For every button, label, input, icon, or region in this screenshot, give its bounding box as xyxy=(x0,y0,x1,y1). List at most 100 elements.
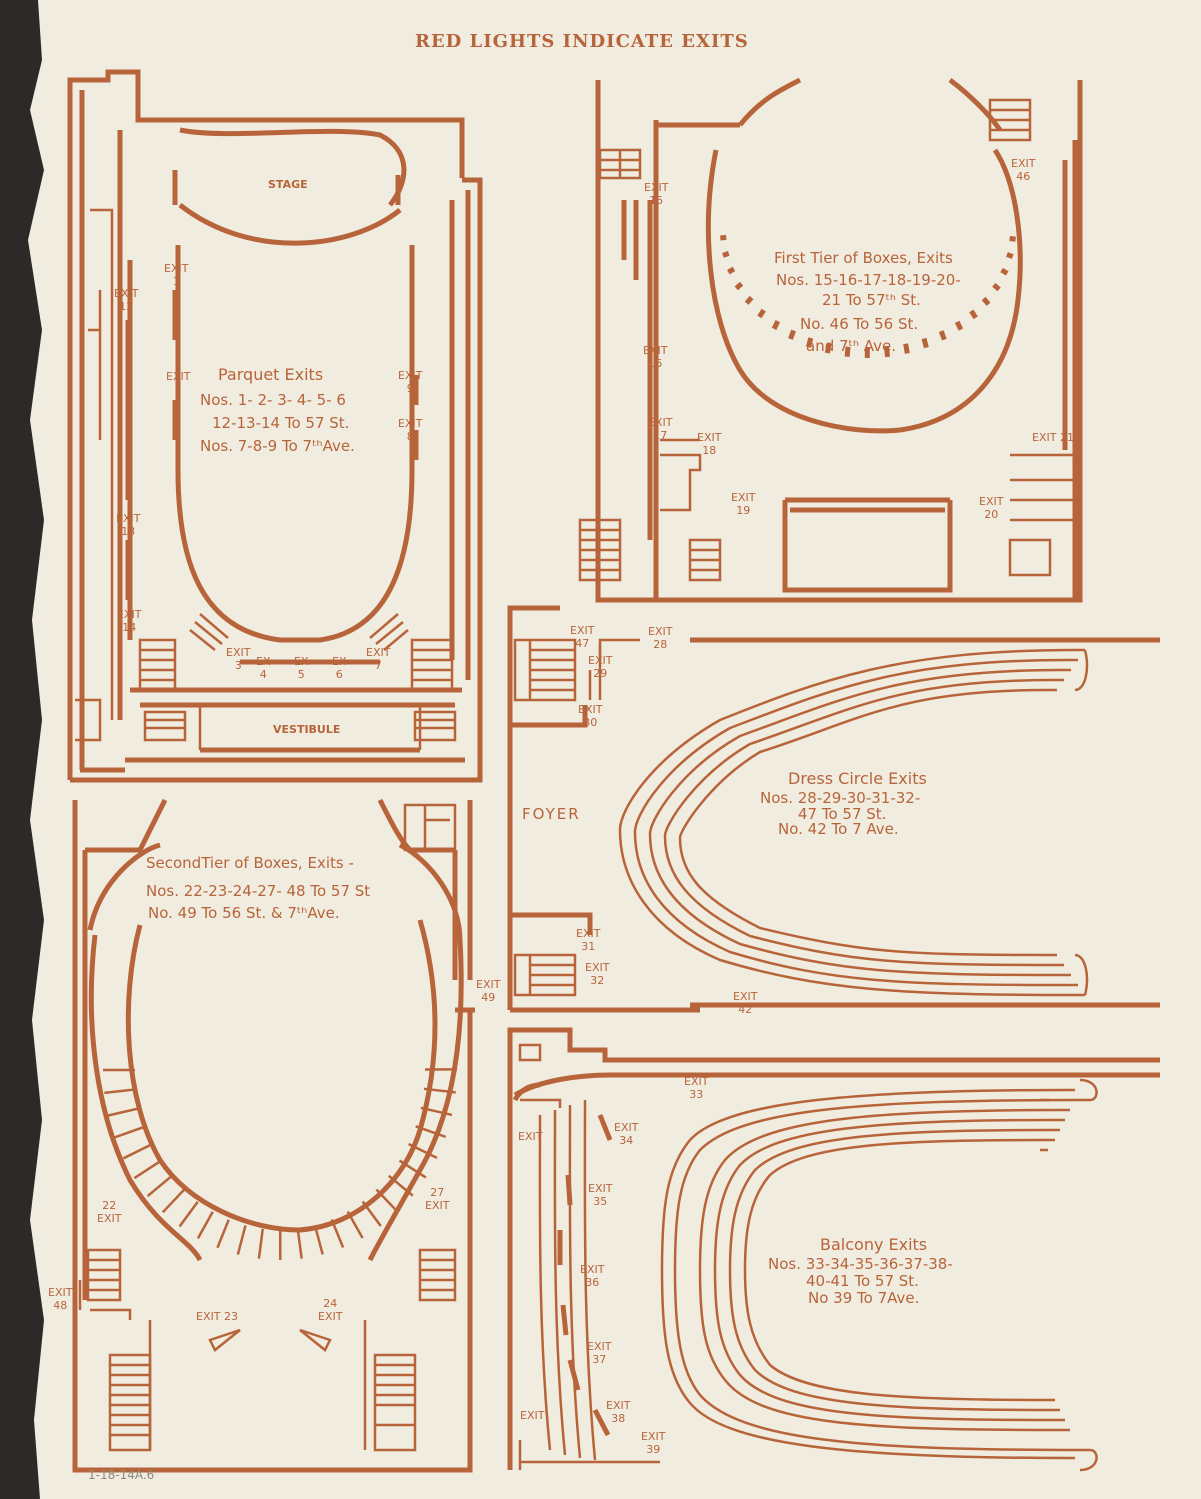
second-tier-exit-22: 22 EXIT xyxy=(97,1199,122,1225)
first-tier-line-4: No. 46 To 56 St. xyxy=(800,315,919,333)
box-marker xyxy=(734,281,744,291)
box-partition xyxy=(161,1188,185,1214)
box-partition xyxy=(398,1159,427,1179)
archival-pencil-note: 1-18-14A.6 xyxy=(88,1468,155,1482)
first-tier-exit-21: EXIT 21 xyxy=(1032,431,1074,444)
dress-circle-plan xyxy=(507,605,1160,1013)
dress-circle-line-2: Nos. 28-29-30-31-32- xyxy=(760,789,921,807)
box-marker xyxy=(757,308,766,319)
box-partition xyxy=(346,1210,364,1239)
box-partition xyxy=(296,1228,303,1259)
box-partition xyxy=(216,1219,230,1249)
first-tier-line-5: and 7ᵗʰ Ave. xyxy=(806,337,897,355)
parquet-plan xyxy=(67,69,483,783)
box-marker xyxy=(722,251,730,258)
box-partition xyxy=(408,1142,438,1159)
box-marker xyxy=(727,266,736,275)
dress-circle-line-4: No. 42 To 7 Ave. xyxy=(778,820,899,838)
second-tier-plan xyxy=(72,798,475,1473)
dress-circle-exit-30: EXIT 30 xyxy=(578,703,603,729)
box-marker xyxy=(903,343,910,354)
box-marker xyxy=(969,309,978,320)
balcony-exit-38: EXIT 38 xyxy=(606,1399,631,1425)
box-partition xyxy=(122,1143,153,1160)
first-tier-line-1: First Tier of Boxes, Exits xyxy=(774,249,953,267)
box-marker xyxy=(788,329,796,340)
box-marker xyxy=(884,346,890,358)
stage-label: STAGE xyxy=(268,178,308,191)
box-partition xyxy=(375,1188,399,1213)
balcony-exit-34: EXIT 34 xyxy=(614,1121,639,1147)
box-marker xyxy=(1009,236,1016,242)
foyer-label: FOYER xyxy=(522,805,581,823)
box-partition xyxy=(330,1219,345,1248)
balcony-exit-39: EXIT 39 xyxy=(641,1430,666,1456)
second-tier-line-3: No. 49 To 56 St. & 7ᵗʰAve. xyxy=(148,904,340,922)
second-tier-exit-27: 27 EXIT xyxy=(425,1186,450,1212)
box-partition xyxy=(257,1228,264,1259)
vestibule-label: VESTIBULE xyxy=(273,723,341,736)
balcony-line-3: 40-41 To 57 St. xyxy=(806,1272,919,1290)
parquet-exit-9: EXIT 9 xyxy=(398,369,423,395)
box-partition xyxy=(107,1107,140,1117)
first-tier-exit-19: EXIT 19 xyxy=(731,491,756,517)
dress-circle-exit-42: EXIT 42 xyxy=(733,990,758,1016)
dress-circle-exit-47: EXIT 47 xyxy=(570,624,595,650)
box-marker xyxy=(824,343,832,354)
box-marker xyxy=(1000,267,1009,276)
parquet-exit-1: EXIT 1 xyxy=(164,262,189,288)
second-tier-exit-49: EXIT 49 xyxy=(476,978,501,1004)
first-tier-exit-16: EXIT 16 xyxy=(643,344,668,370)
first-tier-line-3: 21 To 57ᵗʰ St. xyxy=(822,291,921,309)
balcony-exit-33: EXIT 33 xyxy=(684,1075,709,1101)
box-partition xyxy=(236,1225,247,1255)
dress-circle-exit-29: EXIT 29 xyxy=(588,654,613,680)
dress-circle-line-3: 47 To 57 St. xyxy=(798,805,887,823)
parquet-exit-3: EXIT 3 xyxy=(226,646,251,672)
parquet-exit-7: EXIT 7 xyxy=(366,646,391,672)
parquet-exit-6: EX 6 xyxy=(332,655,347,681)
parquet-exit-8: EXIT 8 xyxy=(398,417,423,443)
balcony-exit-37: EXIT 37 xyxy=(587,1340,612,1366)
box-marker xyxy=(805,337,814,348)
dress-circle-exit-31: EXIT 31 xyxy=(576,927,601,953)
box-partition xyxy=(146,1175,173,1198)
first-tier-exit-18: EXIT 18 xyxy=(697,431,722,457)
parquet-line-2: 12-13-14 To 57 St. xyxy=(212,414,350,432)
box-partition xyxy=(178,1201,199,1228)
first-tier-box-markers xyxy=(720,234,1016,359)
box-marker xyxy=(981,296,991,306)
box-marker xyxy=(992,282,1001,292)
balcony-line-1: Balcony Exits xyxy=(820,1235,928,1254)
box-partition xyxy=(423,1087,456,1094)
box-partition xyxy=(420,1106,453,1117)
parquet-heading: Parquet Exits xyxy=(218,365,324,384)
parquet-line-1: Nos. 1- 2- 3- 4- 5- 6 xyxy=(200,391,346,409)
balcony-plan xyxy=(507,1027,1160,1472)
first-tier-exit-46: EXIT 46 xyxy=(1011,157,1036,183)
balcony-line-2: Nos. 33-34-35-36-37-38- xyxy=(768,1255,953,1273)
box-partition xyxy=(415,1125,447,1139)
parquet-exit-14: EXIT 14 xyxy=(117,608,142,634)
second-tier-exit-23: EXIT 23 xyxy=(196,1310,238,1323)
page-title: RED LIGHTS INDICATE EXITS xyxy=(415,31,749,52)
parquet-exit-5: EX 5 xyxy=(294,655,309,681)
box-partition xyxy=(361,1200,382,1227)
box-marker xyxy=(844,346,851,357)
box-marker xyxy=(744,295,754,305)
box-marker xyxy=(921,337,929,349)
box-marker xyxy=(1006,252,1014,259)
parquet-exit-12: EXIT 12 xyxy=(114,287,139,313)
first-tier-plan xyxy=(578,77,1083,603)
box-partition xyxy=(133,1159,162,1180)
balcony-exit-35: EXIT 35 xyxy=(588,1182,613,1208)
dress-circle-exit-28: EXIT 28 xyxy=(648,625,673,651)
balcony-exit-left-bottom: EXIT xyxy=(520,1409,545,1422)
dress-circle-line-1: Dress Circle Exits xyxy=(788,769,927,788)
second-tier-line-2: Nos. 22-23-24-27- 48 To 57 St xyxy=(146,882,371,900)
balcony-line-4: No 39 To 7Ave. xyxy=(808,1289,920,1307)
first-tier-exit-15: EXIT 15 xyxy=(644,181,669,207)
parquet-exit-2: EXIT 2 xyxy=(166,370,191,396)
second-tier-exit-48: EXIT 48 xyxy=(48,1286,73,1312)
box-partition xyxy=(313,1224,324,1255)
